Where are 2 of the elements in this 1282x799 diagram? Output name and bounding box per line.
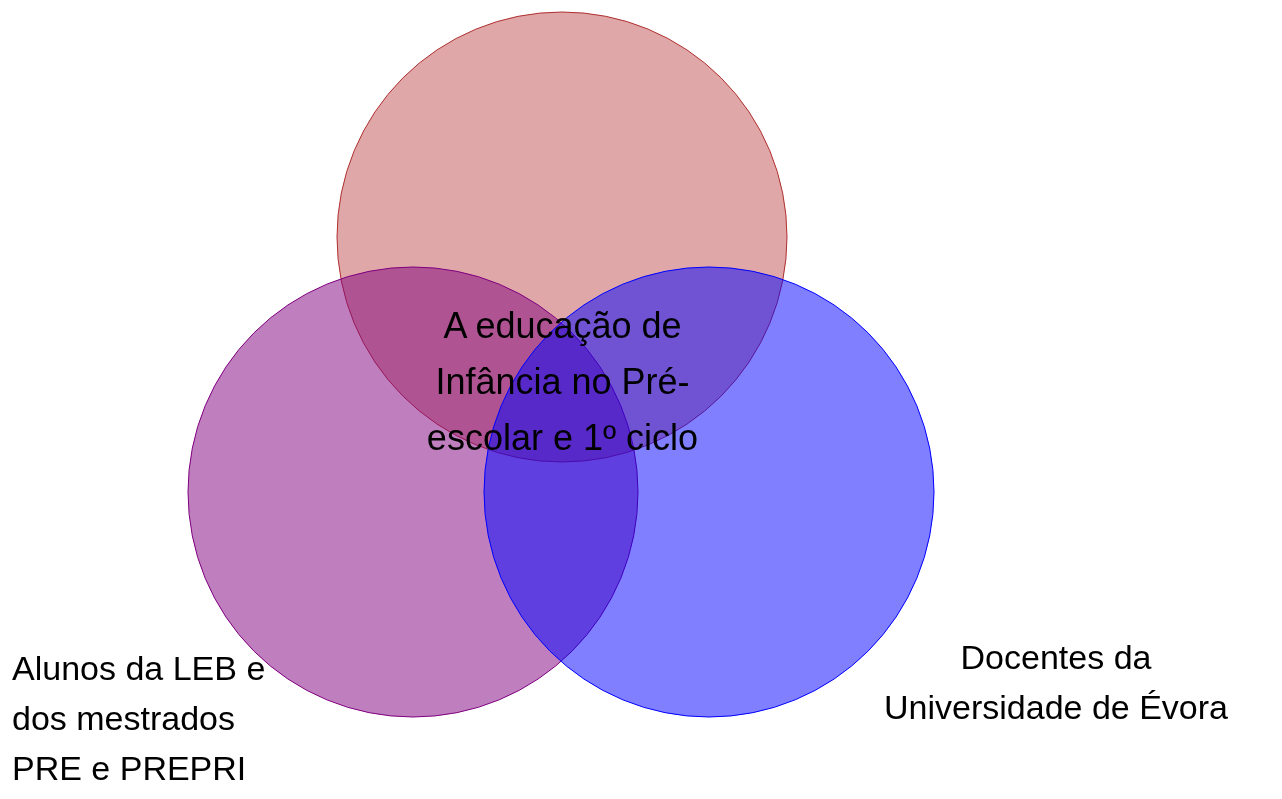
circle-caption: Docentes da Universidade de Évora [883,637,1229,728]
circle-caption: Alunos da LEB e dos mestrados PRE e PREPRI [12,648,267,789]
